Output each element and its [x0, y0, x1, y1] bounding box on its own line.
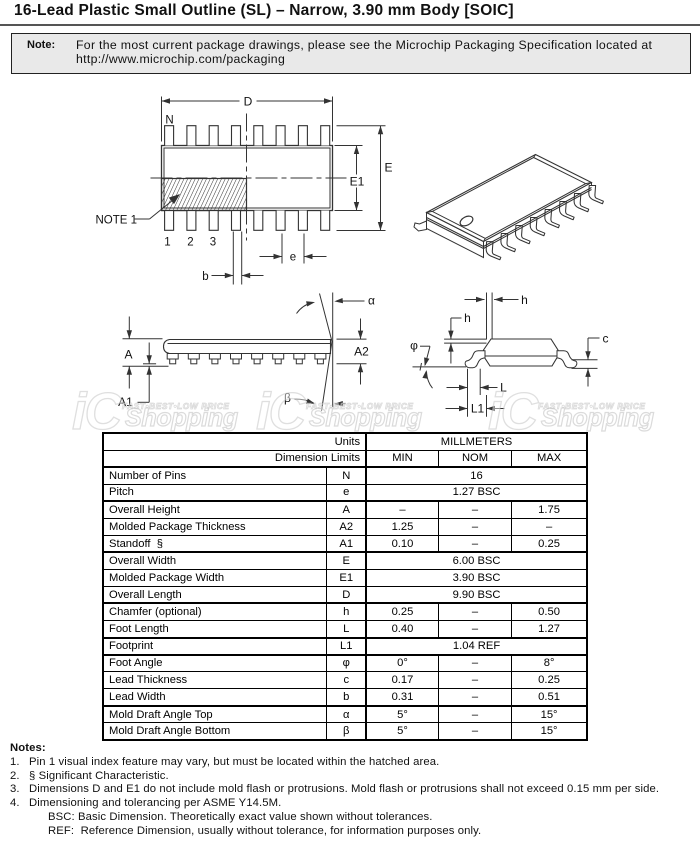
- svg-text:N: N: [165, 115, 173, 127]
- svg-text:A: A: [124, 348, 132, 362]
- svg-text:A2: A2: [354, 345, 369, 359]
- svg-text:1: 1: [164, 237, 170, 249]
- svg-text:φ: φ: [410, 339, 418, 353]
- svg-text:L: L: [500, 381, 507, 395]
- svg-text:E1: E1: [350, 175, 365, 189]
- svg-text:E: E: [384, 161, 392, 175]
- svg-text:h: h: [464, 311, 471, 325]
- svg-text:D: D: [244, 95, 253, 109]
- svg-text:2: 2: [187, 237, 193, 249]
- svg-text:A1: A1: [118, 395, 133, 409]
- svg-text:c: c: [603, 332, 609, 346]
- svg-text:3: 3: [210, 237, 216, 249]
- svg-text:b: b: [202, 271, 208, 283]
- svg-text:β: β: [284, 391, 291, 405]
- svg-text:NOTE 1: NOTE 1: [96, 215, 138, 227]
- svg-text:e: e: [290, 252, 296, 264]
- svg-text:L1: L1: [471, 402, 485, 416]
- svg-text:α: α: [368, 294, 375, 308]
- svg-text:h: h: [521, 293, 528, 307]
